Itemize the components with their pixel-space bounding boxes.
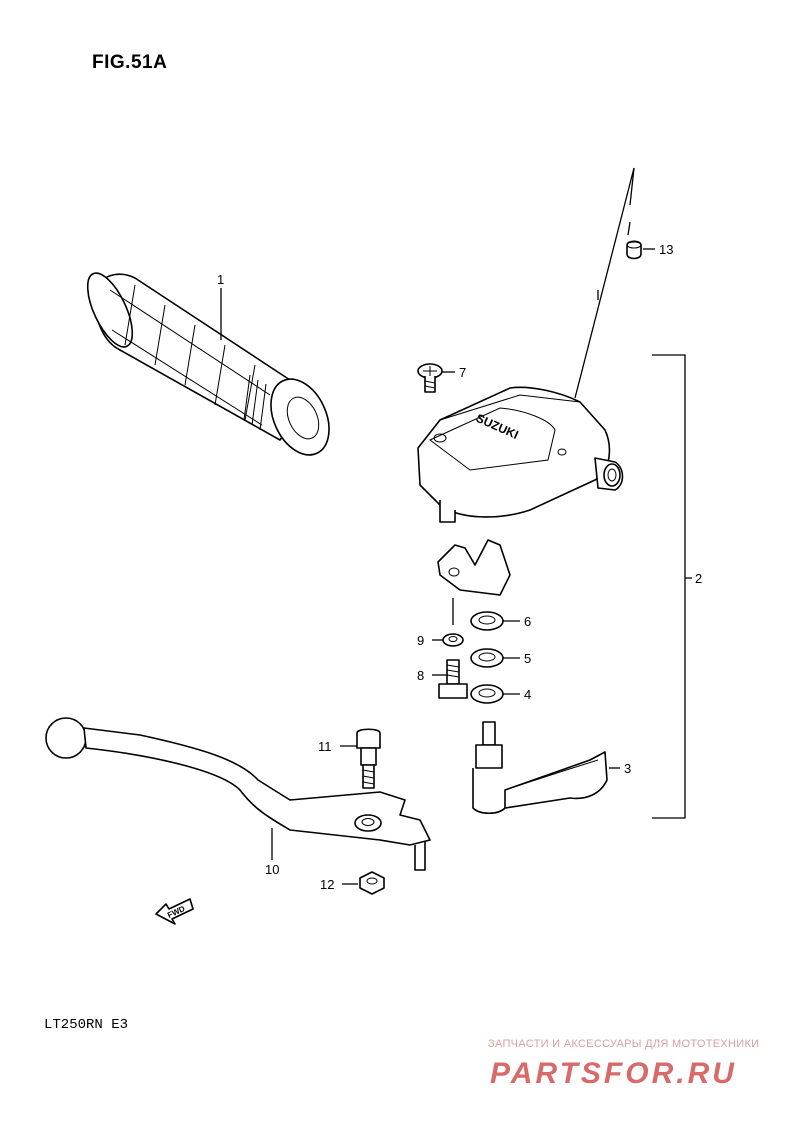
- nut-part: [359, 871, 385, 895]
- brake-lever-part: [45, 717, 431, 871]
- callout-7: 7: [459, 365, 466, 380]
- washer-part-9: [442, 633, 464, 647]
- grip-part: [86, 272, 330, 456]
- callout-3: 3: [624, 761, 631, 776]
- callout-8: 8: [417, 668, 424, 683]
- watermark-brand: PARTSFOR.RU: [490, 1057, 737, 1090]
- clamp-part: [437, 539, 511, 596]
- bolt-part-8: [438, 659, 468, 699]
- callout-6: 6: [524, 614, 531, 629]
- pivot-arm-part: [472, 721, 608, 815]
- callout-10: 10: [265, 862, 279, 877]
- watermark-tagline: ЗАПЧАСТИ И АКСЕССУАРЫ ДЛЯ МОТОТЕХНИКИ: [488, 1038, 759, 1050]
- callout-4: 4: [524, 687, 531, 702]
- callout-9: 9: [417, 633, 424, 648]
- washer-part-4: [470, 684, 504, 704]
- cap-part: [626, 240, 642, 260]
- callout-11: 11: [318, 739, 332, 754]
- callout-13: 13: [659, 242, 673, 257]
- washer-part-6: [470, 611, 504, 631]
- washer-part-5: [470, 648, 504, 668]
- figure-title: FIG.51A: [92, 52, 167, 73]
- callout-12: 12: [320, 877, 334, 892]
- pivot-bolt-part: [356, 728, 381, 789]
- screw-part-7: [417, 363, 443, 393]
- callout-2: 2: [695, 571, 702, 586]
- model-code: LT250RN E3: [44, 1017, 128, 1033]
- callout-5: 5: [524, 651, 531, 666]
- fwd-arrow-icon: FWD: [155, 898, 194, 925]
- lever-housing-part: SUZUKI: [417, 386, 624, 523]
- callout-1: 1: [217, 272, 224, 287]
- leader-lines: [220, 167, 692, 885]
